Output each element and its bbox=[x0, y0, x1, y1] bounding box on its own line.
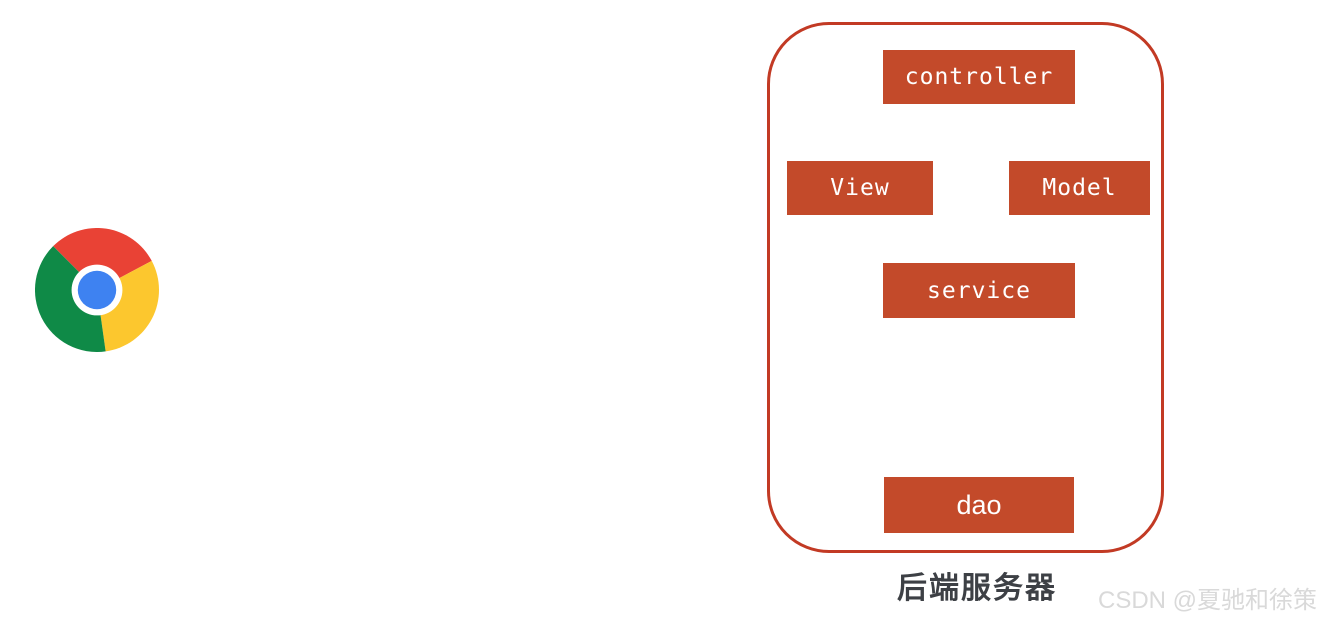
model-box-label: Model bbox=[1042, 175, 1117, 201]
chrome-blue-center bbox=[77, 270, 117, 310]
dao-box: dao bbox=[884, 477, 1074, 533]
view-box-label: View bbox=[830, 175, 890, 201]
model-box: Model bbox=[1009, 161, 1150, 215]
service-box: service bbox=[883, 263, 1075, 318]
view-box: View bbox=[787, 161, 933, 215]
chrome-green-segment bbox=[35, 246, 106, 352]
backend-server-label: 后端服务器 bbox=[897, 572, 1057, 605]
chrome-browser-icon bbox=[35, 228, 159, 352]
backend-server-container: controller View Model service dao bbox=[767, 22, 1164, 553]
dao-box-label: dao bbox=[956, 489, 1002, 520]
csdn-watermark: CSDN @夏驰和徐策 bbox=[1098, 587, 1318, 614]
controller-box-label: controller bbox=[904, 64, 1054, 90]
service-box-label: service bbox=[927, 277, 1031, 304]
controller-box: controller bbox=[883, 50, 1075, 104]
chrome-red-segment bbox=[53, 228, 152, 290]
